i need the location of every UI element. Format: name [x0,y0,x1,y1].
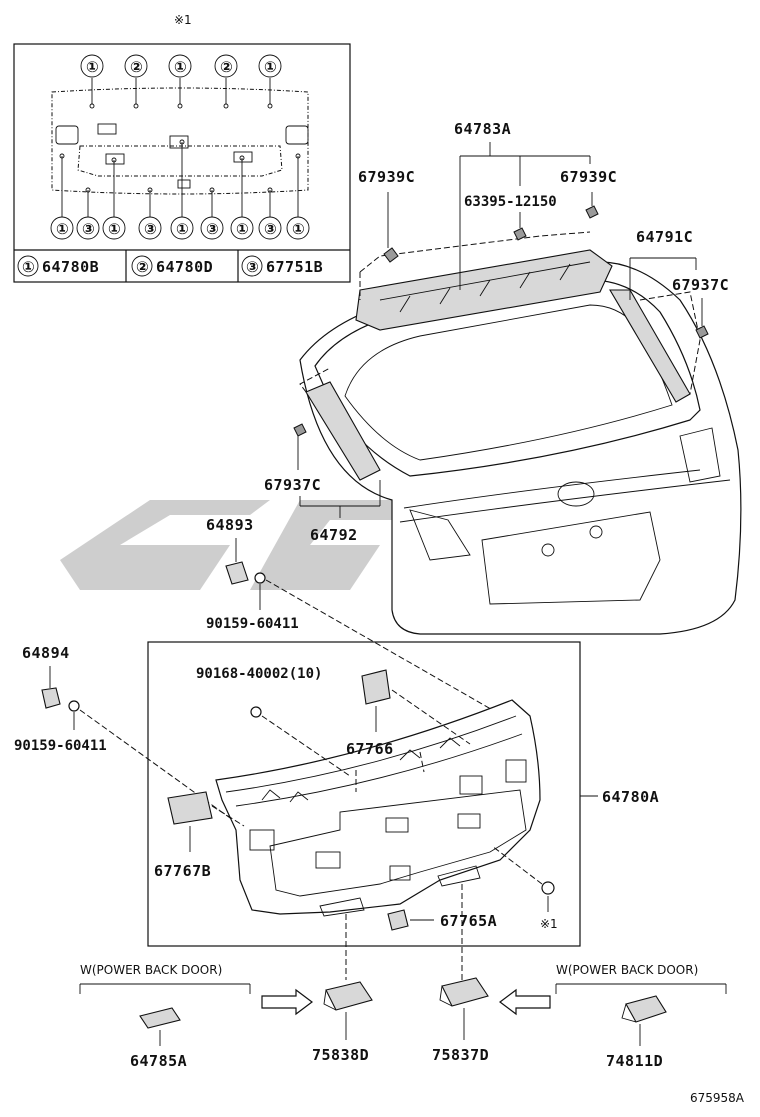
label-power-back-door-left: W(POWER BACK DOOR) [80,963,222,977]
callout: ② [130,58,143,76]
label-67939c-left: 67939C [358,168,415,186]
clips [293,205,709,437]
screw-90159-top [254,572,266,584]
trim-slot [457,813,481,829]
detail-box: ※1 ① ② ① ② ① ① [13,13,351,283]
clip-67937c-left [293,423,307,437]
label-67765a: 67765A [440,912,497,930]
callout: ① [86,58,99,76]
label-75837d: 75837D [432,1046,489,1064]
label-64783a: 64783A [454,120,511,138]
label-64792: 64792 [310,526,358,544]
label-64780a: 64780A [602,788,659,806]
legend-part: 64780B [42,258,99,276]
clip-90168 [250,706,262,718]
callout: ① [56,220,69,238]
clip-63395 [513,227,527,241]
power-back-door-row: W(POWER BACK DOOR) W(POWER BACK DOOR) 64… [79,963,727,1070]
callout: ① [292,220,305,238]
clip-67939c-left [383,247,399,263]
trim-box: 64780A 90168-40002(10) 67766 67767B [147,641,659,980]
detail-trim-outline [51,87,309,195]
label-67939c-right: 67939C [560,168,617,186]
label-67937c-left: 67937C [264,476,321,494]
legend-row: ① 64780B ② 64780D ③ 67751B [17,255,323,277]
legend-symbol: ② [136,258,149,276]
label-64894: 64894 [22,644,70,662]
label-67767b: 67767B [154,862,211,880]
part-75837d [441,977,489,1007]
label-75838d: 75838D [312,1046,369,1064]
side-molding-left [305,381,381,481]
label-ref-mark: ※1 [540,917,558,931]
label-90168-40002: 90168-40002(10) [196,666,322,682]
label-63395-12150: 63395-12150 [464,194,557,210]
label-64791c: 64791C [636,228,693,246]
label-67937c-right: 67937C [672,276,729,294]
part-67766 [361,669,391,705]
trim-slot [459,775,483,795]
clip-ref [541,881,555,895]
callout: ① [236,220,249,238]
part-74811d [625,995,667,1023]
part-64893 [225,561,249,585]
part-64785a [139,1007,181,1029]
callout: ③ [144,220,157,238]
clip-67937c-right [695,325,709,339]
label-64785a: 64785A [130,1052,187,1070]
label-67766: 67766 [346,740,394,758]
legend-part: 67751B [266,258,323,276]
part-64894 [41,687,61,709]
top-callouts: ① ② ① ② ① [80,54,282,109]
screw-90159-left [68,700,80,712]
trim-slot [249,829,275,851]
part-67767b [167,791,213,825]
trim-slot [385,817,409,833]
bottom-callouts: ① ③ ① ③ ① ③ ① ③ ① [50,139,310,240]
trim-slot [315,851,341,869]
detail-frame [13,43,351,283]
part-75838d [325,981,373,1011]
callout: ③ [82,220,95,238]
legend-part: 64780D [156,258,213,276]
label-90159-60411-left: 90159-60411 [14,738,107,754]
arrow-left [499,988,551,1016]
trim-slot [389,865,411,881]
callout: ③ [206,220,219,238]
label-64893: 64893 [206,516,254,534]
part-67765a [387,909,409,931]
callout: ① [108,220,121,238]
trim-frame [147,641,581,947]
label-90159-60411-top: 90159-60411 [206,616,299,632]
legend-symbol: ③ [246,258,259,276]
legend-symbol: ① [22,258,35,276]
back-door-panel [299,231,742,635]
callout: ① [174,58,187,76]
diagram-id: 675958A [690,1091,745,1105]
detail-ref-mark: ※1 [174,13,192,27]
callout: ③ [264,220,277,238]
label-power-back-door-right: W(POWER BACK DOOR) [556,963,698,977]
callout: ① [176,220,189,238]
clip-67939c-right [585,205,599,219]
arrow-right [261,988,313,1016]
upper-callouts: 64783A 67939C 67939C 63395-12150 64791C … [264,120,729,544]
callout: ① [264,58,277,76]
trim-slot [505,759,527,783]
handle-parts: 64893 90159-60411 64894 90159-60411 [14,516,511,829]
callout: ② [220,58,233,76]
label-74811d: 74811D [606,1052,663,1070]
